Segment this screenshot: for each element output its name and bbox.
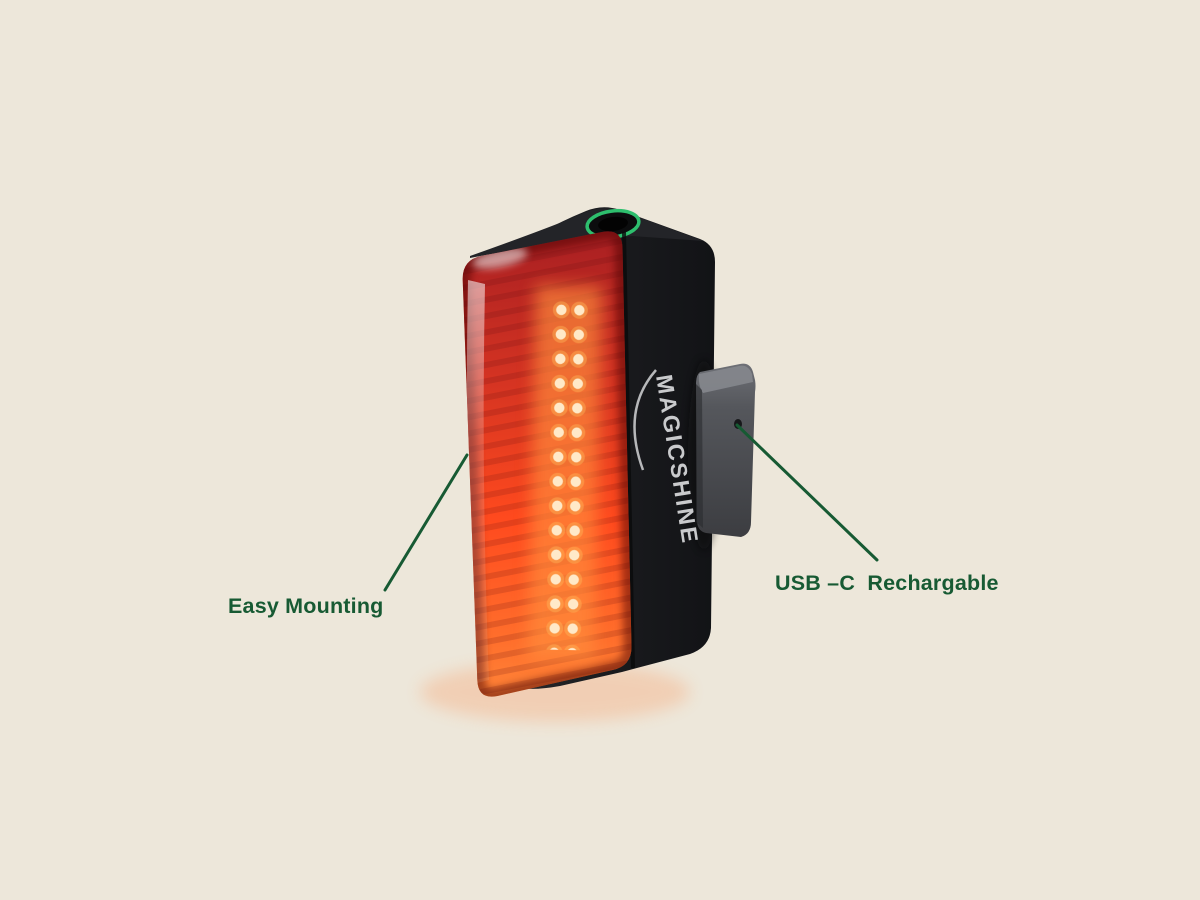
lens [462,231,632,697]
lens-seam [622,231,635,669]
mount-clip [688,360,756,550]
tail-light: MAGICSHINE [420,207,756,722]
usb-c-line [735,423,879,562]
light-top-face [470,208,704,258]
usb-c-label: USB –C Rechargable [775,571,999,595]
power-button [585,208,641,240]
lens-inner-shadow [462,231,632,697]
clip-side-shade [696,384,703,528]
brand-swoosh-icon [633,369,657,471]
led-strip [542,297,598,651]
annotation-lines [383,423,879,592]
clip-top-bevel [698,365,753,393]
easy-mounting-label: Easy Mounting [228,594,384,618]
easy-mounting-line [383,453,469,592]
